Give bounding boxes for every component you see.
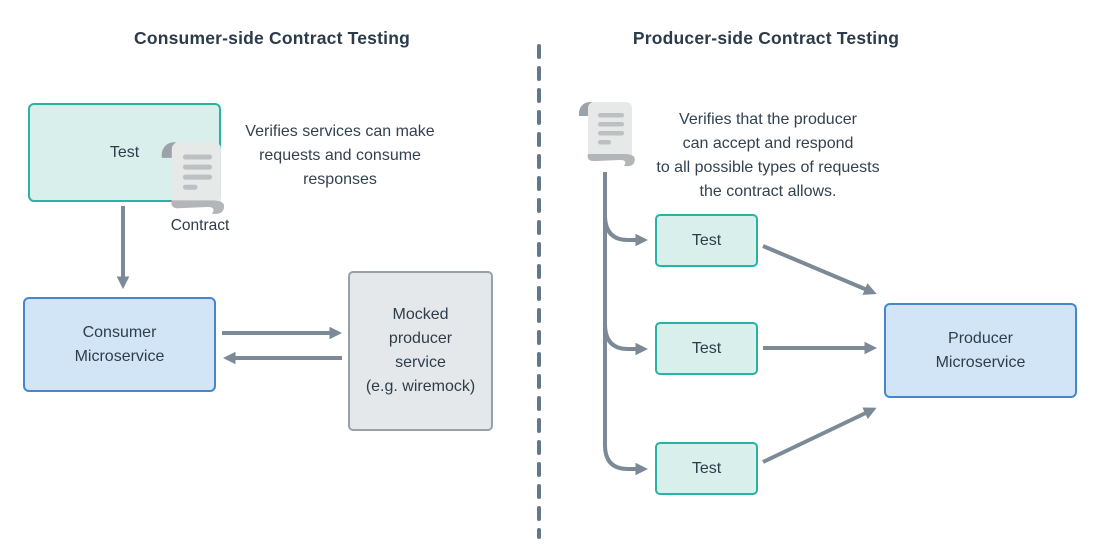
producer-description: Verifies that the producer can accept an… [616,108,920,204]
mock-box-line: producer [388,330,453,347]
producer-test-label: Test [691,459,722,477]
producer-microservice-box: Producer Microservice [884,303,1077,398]
contract-icon [161,142,225,214]
producer-box-line: Producer [948,329,1013,347]
contract-icon [579,102,635,167]
producer-description-line: to all possible types of requests [656,159,880,176]
producer-test-label: Test [691,339,722,357]
contract-branch-2-arrow [603,323,649,356]
consumer-description: Verifies services can make requests and … [215,120,465,192]
consumer-box-line: Microservice [74,347,165,365]
producer-description-line: the contract allows. [699,183,837,200]
scroll-line [598,113,624,118]
mock-box-line: (e.g. wiremock) [365,378,476,395]
contract-trunk-and-branch-3-arrow [603,172,649,476]
mock-box-line: Mocked [392,306,449,323]
contract-branch-1-arrow [603,214,649,247]
scroll-line [598,140,611,145]
scroll-wave [587,154,635,167]
mock-box-line: service [395,354,446,371]
consumer-description-line: Verifies services can make [245,123,435,140]
contract-label: Contract [170,217,230,234]
test1-to-producer-arrow [762,244,877,295]
scroll-line [598,122,624,127]
scroll-line [182,154,212,160]
producer-test-box-2: Test [655,322,758,375]
scroll-line [182,174,212,180]
consumer-description-line: responses [303,171,377,188]
consumer-box-line: Consumer [82,323,157,341]
producer-description-line: can accept and respond [682,135,854,152]
mocked-producer-box: Mocked producer service (e.g. wiremock) [348,271,493,431]
producer-box-line: Microservice [935,353,1026,371]
scroll-line [182,184,198,190]
producer-test-box-3: Test [655,442,758,495]
producer-test-label: Test [691,231,722,249]
consumer-microservice-box: Consumer Microservice [23,297,216,392]
scroll-line [598,131,624,136]
test3-to-producer-arrow [762,407,877,464]
producer-description-line: Verifies that the producer [679,111,857,128]
consumer-test-label: Test [109,143,140,161]
consumer-side-title: Consumer-side Contract Testing [134,28,410,48]
producer-test-box-1: Test [655,214,758,267]
producer-side-title: Producer-side Contract Testing [632,28,900,48]
scroll-line [182,164,212,170]
consumer-description-line: requests and consume [259,147,421,164]
scroll-wave [171,200,225,214]
